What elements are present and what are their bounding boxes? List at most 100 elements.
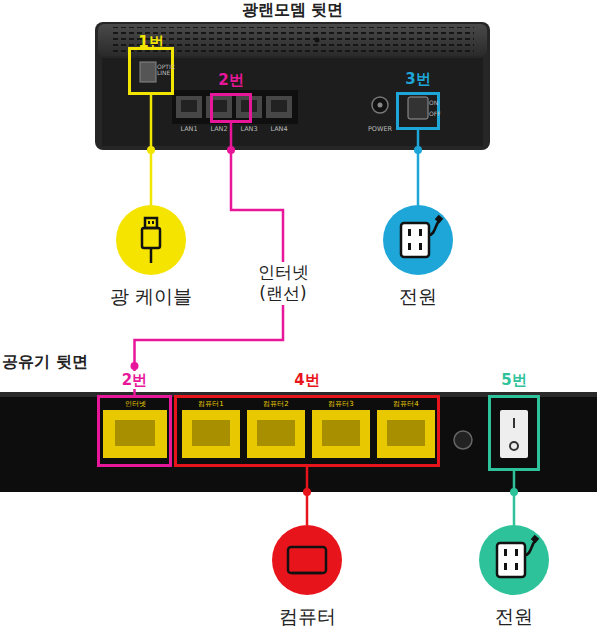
connector xyxy=(514,471,515,525)
part-label: LAN3 xyxy=(234,126,264,134)
router-port-hole xyxy=(257,420,295,446)
panel-heading: 광랜모뎀 뒷면 xyxy=(95,0,490,19)
callout-number: 4번 xyxy=(174,371,440,389)
power-jack xyxy=(372,97,388,113)
lan-port-hole xyxy=(211,100,227,112)
part-label: OPTIC LINE xyxy=(157,64,187,77)
part-label: ON xyxy=(429,99,449,106)
port-highlight: 2번 xyxy=(210,93,252,123)
decor-shape xyxy=(497,543,525,577)
decor-shape xyxy=(142,228,160,248)
router-body xyxy=(0,392,597,492)
decor-shape xyxy=(435,215,443,223)
part-label: OFF xyxy=(429,110,449,117)
icon-circle: 컴퓨터 xyxy=(272,525,342,595)
router-port xyxy=(247,410,305,458)
decor-shape xyxy=(419,229,422,236)
edge-label: 인터넷 (랜선) xyxy=(251,262,315,305)
lan-port-hole xyxy=(271,100,287,112)
connector-line xyxy=(417,130,420,205)
decor-shape xyxy=(116,205,186,275)
router-port xyxy=(182,410,240,458)
connector xyxy=(307,467,308,525)
decor-shape xyxy=(383,205,453,275)
router-port-hole xyxy=(387,420,425,446)
lan-port xyxy=(176,96,202,118)
lan-port-bay xyxy=(172,90,298,124)
modem-screw xyxy=(315,38,320,43)
connector xyxy=(418,130,419,205)
decor-shape xyxy=(145,218,157,228)
decor-shape xyxy=(152,221,154,224)
router-switch xyxy=(500,410,528,458)
power-jack-pin xyxy=(378,103,383,108)
device-panel: 광랜모뎀 뒷면1번2번3번 xyxy=(95,22,490,150)
decor-shape xyxy=(479,525,549,595)
decor-shape xyxy=(408,243,411,250)
decor-shape xyxy=(515,549,518,556)
circle-outline xyxy=(116,205,186,275)
decor-shape xyxy=(288,547,326,573)
part-label: LAN1 xyxy=(174,126,204,134)
part-label: 컴퓨터3 xyxy=(312,400,370,408)
connector xyxy=(151,95,152,205)
router-port-hole xyxy=(322,420,360,446)
lan-port-hole xyxy=(181,100,197,112)
switch-off-mark xyxy=(510,442,518,450)
device-panel: 공유기 뒷면2번4번5번 xyxy=(0,392,597,492)
icon-caption: 컴퓨터 xyxy=(232,605,382,628)
decor-shape xyxy=(148,221,150,224)
circle-outline xyxy=(383,205,453,275)
callout-number: 5번 xyxy=(488,371,540,389)
icon-circle: 전원 xyxy=(479,525,549,595)
decor-shape xyxy=(292,572,322,575)
part-label: 인터넷 xyxy=(103,400,167,408)
port-highlight: 5번 xyxy=(488,395,540,471)
modem-back-panel xyxy=(102,58,483,146)
decor-shape xyxy=(504,563,507,570)
icon-caption: 전원 xyxy=(439,605,589,628)
router-port xyxy=(312,410,370,458)
part-label: LAN2 xyxy=(204,126,234,134)
decor-shape xyxy=(504,549,507,556)
modem-top xyxy=(98,24,487,56)
panel-heading: 공유기 뒷면 xyxy=(2,352,132,371)
lan-port-hole xyxy=(241,100,257,112)
callout-number: 2번 xyxy=(210,71,252,89)
connector xyxy=(135,123,284,395)
router-port-hole xyxy=(115,420,155,446)
decor-shape xyxy=(150,248,153,263)
decor-shape xyxy=(408,229,411,236)
optic-port xyxy=(140,62,156,82)
icon-circle: 전원 xyxy=(383,205,453,275)
icon-caption: 광 케이블 xyxy=(76,285,226,308)
part-label: 컴퓨터1 xyxy=(182,400,240,408)
decor-shape xyxy=(429,221,439,235)
decor-shape xyxy=(525,541,535,555)
connector-line xyxy=(150,95,153,205)
part-label: POWER xyxy=(362,126,398,134)
decor-shape xyxy=(401,223,429,257)
router-port-hole xyxy=(192,420,230,446)
decor-shape xyxy=(272,525,342,595)
dc-jack xyxy=(454,431,472,449)
icon-caption: 전원 xyxy=(343,285,493,308)
router-port xyxy=(103,410,167,458)
part-label: 컴퓨터2 xyxy=(247,400,305,408)
decor-shape xyxy=(531,535,539,543)
callout-number: 3번 xyxy=(396,70,440,88)
circle-outline xyxy=(272,525,342,595)
circle-outline xyxy=(479,525,549,595)
lan-port xyxy=(266,96,292,118)
modem-body xyxy=(95,22,490,150)
icon-circle: 광 케이블 xyxy=(116,205,186,275)
connector-line xyxy=(135,123,284,395)
decor-shape xyxy=(515,563,518,570)
decor-shape xyxy=(419,243,422,250)
part-label: LAN4 xyxy=(264,126,294,134)
power-switch xyxy=(408,97,428,119)
callout-number: 2번 xyxy=(97,371,172,389)
callout-number: 1번 xyxy=(128,33,174,51)
switch-on-mark xyxy=(513,418,515,428)
